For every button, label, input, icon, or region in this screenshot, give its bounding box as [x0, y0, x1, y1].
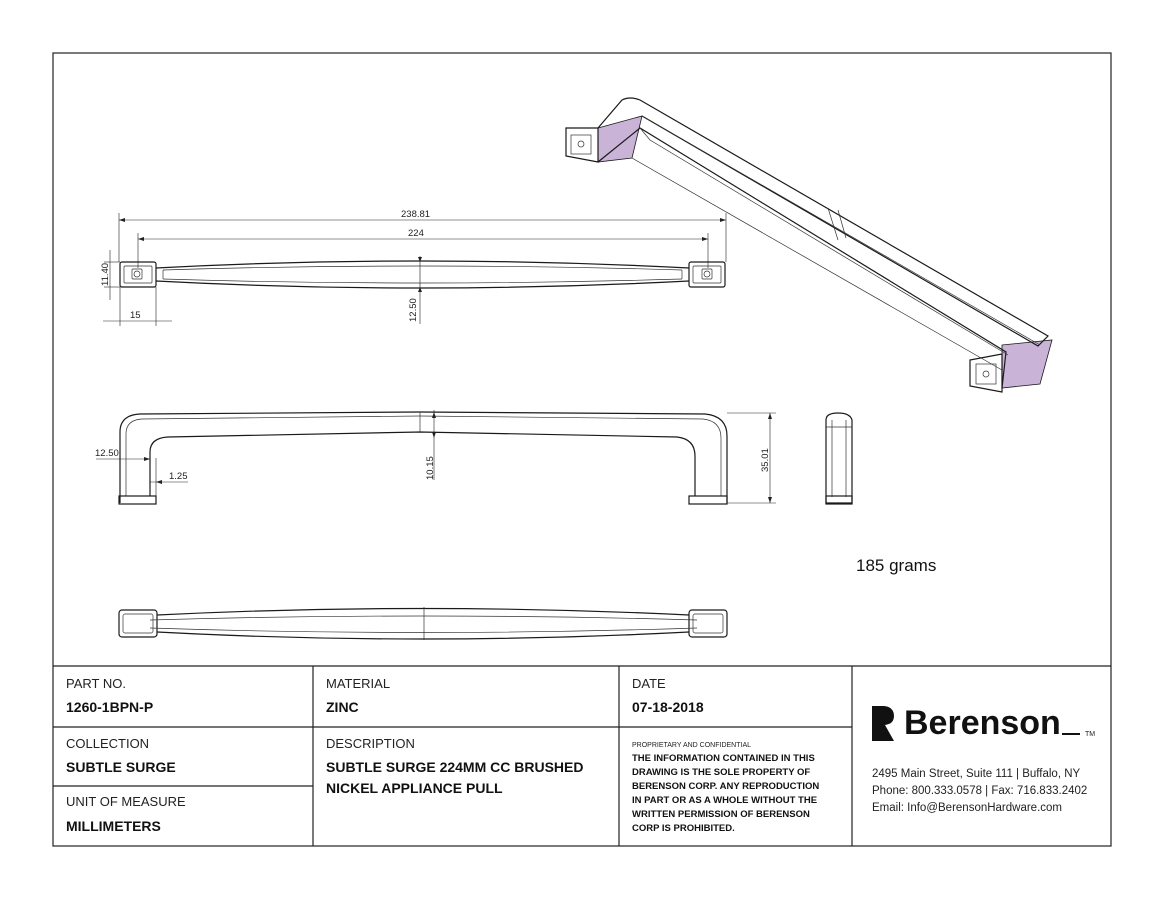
- date-value: 07-18-2018: [632, 699, 704, 715]
- confidential-line: BERENSON CORP. ANY REPRODUCTION: [632, 781, 819, 792]
- confidential-line: THE INFORMATION CONTAINED IN THIS: [632, 753, 815, 764]
- collection-label: COLLECTION: [66, 736, 149, 751]
- bar-width-dim: 12.50: [408, 298, 419, 322]
- top-view-dimensions: 238.81 224 11.40 15 12.50: [100, 209, 727, 326]
- company-address: 2495 Main Street, Suite 111 | Buffalo, N…: [872, 768, 1081, 780]
- date-label: DATE: [632, 676, 666, 691]
- overall-length-dim: 238.81: [401, 209, 430, 220]
- berenson-logo-mark-icon: [872, 706, 894, 741]
- company-name: Berenson: [904, 704, 1061, 742]
- side-foot-length-dim: 12.50: [95, 448, 119, 459]
- side-view: [118, 411, 728, 505]
- description-line-2: NICKEL APPLIANCE PULL: [326, 780, 503, 796]
- confidential-line: IN PART OR AS A WHOLE WITHOUT THE: [632, 795, 817, 806]
- side-view-dimensions: 12.50 1.25 10.15 35.01: [95, 410, 776, 504]
- center-to-center-dim: 224: [408, 228, 424, 239]
- berenson-logo: Berenson TM: [872, 704, 1095, 742]
- foot-width-dim: 11.40: [100, 263, 111, 286]
- end-view: [825, 412, 853, 505]
- part-no-value: 1260-1BPN-P: [66, 699, 153, 715]
- drawing-frame: [52, 52, 1112, 847]
- bottom-view: [118, 607, 728, 640]
- confidential-heading: PROPRIETARY AND CONFIDENTIAL: [632, 742, 751, 749]
- unit-label: UNIT OF MEASURE: [66, 794, 186, 809]
- bar-thickness-dim: 10.15: [425, 456, 436, 480]
- company-email: Email: Info@BerensonHardware.com: [872, 802, 1062, 814]
- top-view: [119, 260, 726, 289]
- projection-dim: 35.01: [760, 448, 771, 472]
- part-no-label: PART NO.: [66, 676, 126, 691]
- material-label: MATERIAL: [326, 676, 390, 691]
- title-block: PART NO. 1260-1BPN-P MATERIAL ZINC DATE …: [53, 665, 1111, 846]
- description-label: DESCRIPTION: [326, 736, 415, 751]
- description-line-1: SUBTLE SURGE 224MM CC BRUSHED: [326, 759, 583, 775]
- material-value: ZINC: [326, 699, 359, 715]
- side-step-dim: 1.25: [169, 471, 188, 482]
- confidential-line: CORP IS PROHIBITED.: [632, 823, 735, 834]
- trademark-mark: TM: [1085, 731, 1095, 738]
- foot-length-dim: 15: [130, 310, 141, 321]
- company-phone-fax: Phone: 800.333.0578 | Fax: 716.833.2402: [872, 785, 1087, 797]
- unit-value: MILLIMETERS: [66, 818, 161, 834]
- confidential-line: DRAWING IS THE SOLE PROPERTY OF: [632, 767, 810, 778]
- isometric-view: [565, 97, 1053, 393]
- confidential-line: WRITTEN PERMISSION OF BERENSON: [632, 809, 810, 820]
- weight-label: 185 grams: [856, 556, 936, 575]
- collection-value: SUBTLE SURGE: [66, 759, 176, 775]
